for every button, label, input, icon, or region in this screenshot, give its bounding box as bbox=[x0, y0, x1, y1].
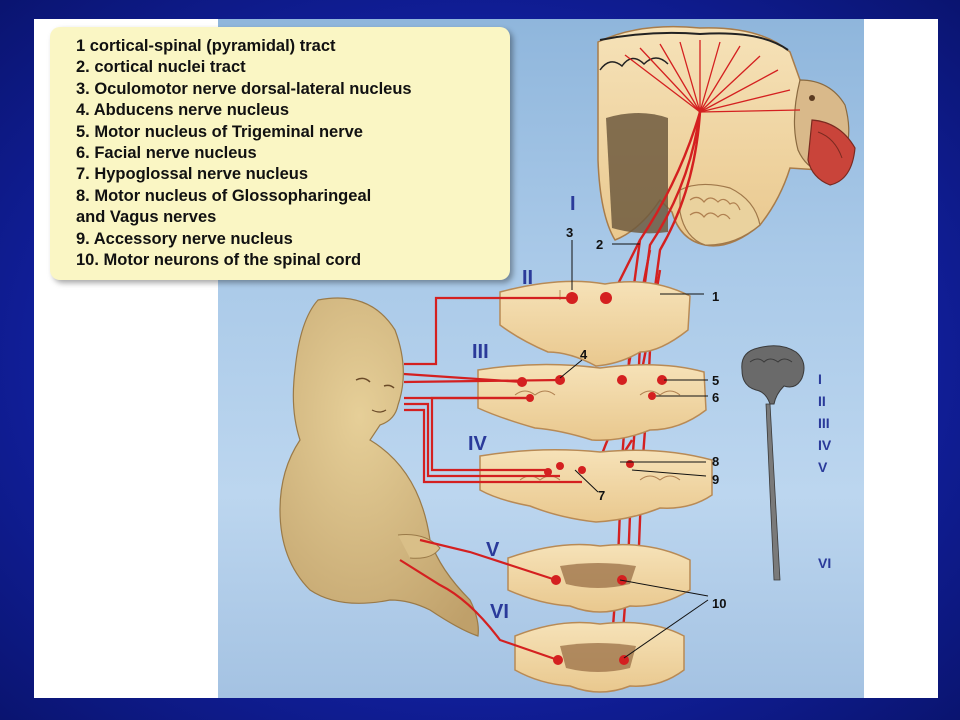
level-label-III: III bbox=[472, 341, 489, 363]
side-scale-IV: IV bbox=[818, 437, 832, 453]
side-scale-III: III bbox=[818, 415, 830, 431]
callout-leaders bbox=[559, 240, 709, 659]
legend-item-6: 6. Facial nerve nucleus bbox=[76, 144, 257, 163]
callout-5: 5 bbox=[712, 373, 719, 388]
level-label-V: V bbox=[486, 539, 500, 561]
section-IV bbox=[479, 449, 713, 523]
level-label-I: I bbox=[570, 193, 576, 215]
level-label-II: II bbox=[522, 267, 533, 289]
legend-item-7: 7. Hypoglossal nerve nucleus bbox=[76, 165, 308, 184]
level-label-VI: VI bbox=[490, 601, 509, 623]
legend-item-10: 10. Motor neurons of the spinal cord bbox=[76, 251, 362, 270]
level-label-IV: IV bbox=[468, 433, 488, 455]
legend-item-4: 4. Abducens nerve nucleus bbox=[76, 101, 290, 120]
section-III bbox=[477, 363, 707, 442]
callout-9: 9 bbox=[712, 472, 719, 487]
callout-8: 8 bbox=[712, 454, 719, 469]
legend-item-5: 5. Motor nucleus of Trigeminal nerve bbox=[76, 122, 363, 141]
callout-10: 10 bbox=[712, 596, 726, 611]
legend-item-8-continued: and Vagus nerves bbox=[76, 208, 217, 227]
callout-2: 2 bbox=[596, 237, 603, 252]
callout-4: 4 bbox=[580, 347, 588, 362]
side-scale-VI: VI bbox=[818, 555, 831, 571]
infant-illustration bbox=[279, 297, 479, 637]
brain-section-illustration bbox=[597, 25, 856, 247]
side-scale-II: II bbox=[818, 393, 826, 409]
legend-item-9: 9. Accessory nerve nucleus bbox=[76, 229, 293, 248]
callout-7: 7 bbox=[598, 488, 605, 503]
side-scale-I: I bbox=[818, 371, 822, 387]
legend-item-2: 2. cortical nuclei tract bbox=[76, 58, 246, 77]
callout-1: 1 bbox=[712, 289, 719, 304]
peripheral-nerves bbox=[399, 296, 582, 662]
mini-brain-spinal-cord bbox=[741, 345, 805, 581]
section-V bbox=[507, 543, 691, 613]
legend-item-1: 1 cortical-spinal (pyramidal) tract bbox=[76, 37, 336, 55]
section-VI bbox=[514, 621, 685, 693]
callout-3: 3 bbox=[566, 225, 573, 240]
legend-box: 1 cortical-spinal (pyramidal) tract 2. c… bbox=[50, 27, 510, 280]
legend-item-8: 8. Motor nucleus of Glossopharingeal bbox=[76, 186, 372, 205]
callout-6: 6 bbox=[712, 390, 719, 405]
legend-item-3: 3. Oculomotor nerve dorsal-lateral nucle… bbox=[76, 79, 412, 98]
section-II bbox=[499, 280, 691, 367]
side-scale-V: V bbox=[818, 459, 828, 475]
